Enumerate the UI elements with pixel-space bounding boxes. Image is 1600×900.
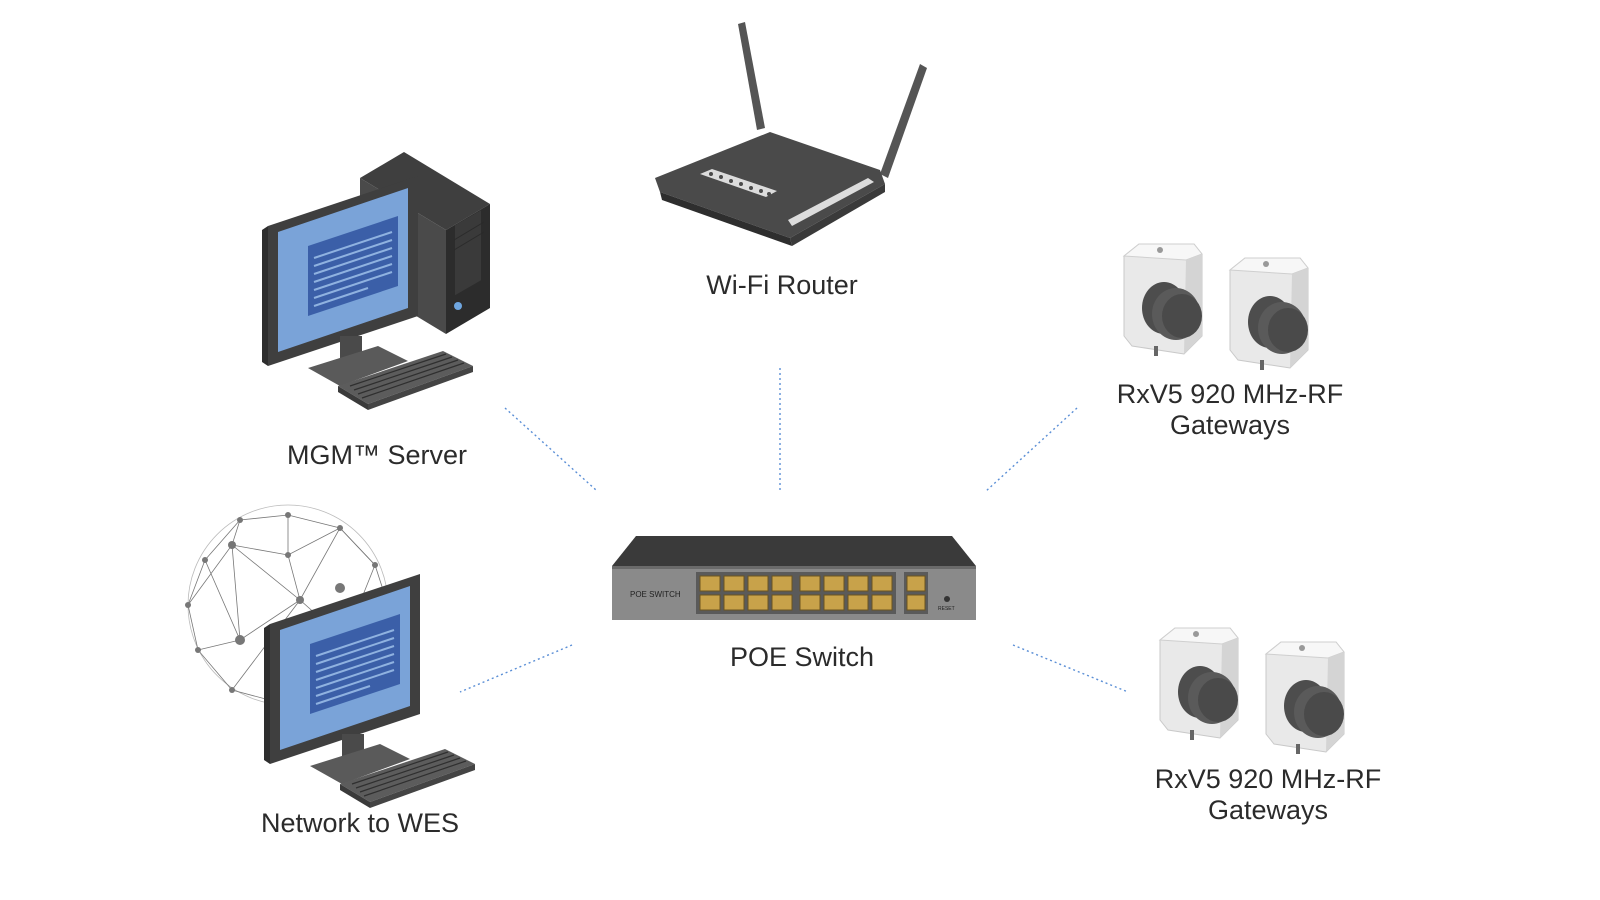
gateways-bottom-label-line1: RxV5 920 MHz-RF xyxy=(1154,764,1382,794)
network-computer-icon xyxy=(263,573,476,809)
rf-gateway-icon xyxy=(1229,257,1309,371)
switch-reset-text: RESET xyxy=(938,606,955,612)
server-label: MGM™ Server xyxy=(286,440,467,470)
link-gateways-top-switch xyxy=(984,407,1078,493)
switch-label: POE Switch xyxy=(729,642,875,672)
network-label: Network to WES xyxy=(260,808,460,838)
link-server-switch xyxy=(504,407,597,491)
gateways-top-label-line1: RxV5 920 MHz-RF xyxy=(1116,379,1344,409)
poe-switch-icon: POE SWITCH RESET xyxy=(612,536,976,620)
gateways-bottom-label-line2: Gateways xyxy=(1207,795,1329,825)
router-label: Wi-Fi Router xyxy=(706,270,858,300)
rf-gateway-icon xyxy=(1159,627,1239,741)
link-gateways-bottom-switch xyxy=(1012,644,1129,693)
link-network-switch xyxy=(459,644,573,693)
gateways-top-label-line2: Gateways xyxy=(1169,410,1291,440)
switch-panel-text: POE SWITCH xyxy=(630,590,681,599)
rf-gateway-icon xyxy=(1265,641,1345,755)
rf-gateway-icon xyxy=(1123,243,1203,357)
wifi-router-icon xyxy=(655,22,927,246)
